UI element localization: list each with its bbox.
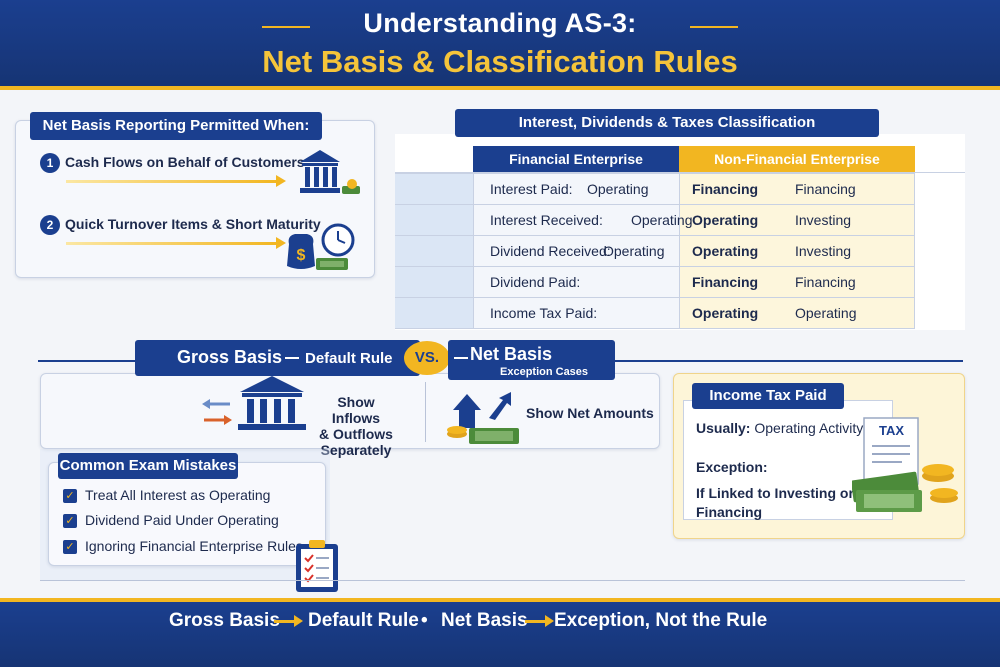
non-financial-primary: Operating <box>692 305 759 321</box>
exception-text: If Linked to Investing or Financing <box>696 485 854 520</box>
column-header-non-financial: Non-Financial Enterprise <box>679 146 915 172</box>
item-number-badge: 1 <box>40 153 60 173</box>
arrow-icon <box>66 237 286 249</box>
clipboard-checklist-icon <box>294 538 342 594</box>
footer-net-basis: Net Basis <box>441 610 528 631</box>
net-basis-panel <box>15 120 375 278</box>
header-banner <box>0 0 1000 90</box>
non-financial-primary: Financing <box>692 274 759 290</box>
net-basis-heading: Net Basis Reporting Permitted When: <box>30 112 322 140</box>
default-rule-label: Default Rule <box>305 350 393 367</box>
check-icon: ✓ <box>63 489 77 503</box>
mistakes-panel <box>48 462 326 566</box>
money-growth-icon <box>445 388 523 448</box>
column-header-financial: Financial Enterprise <box>473 146 679 172</box>
non-financial-primary: Operating <box>692 212 759 228</box>
net-basis-item-1: Cash Flows on Behalf of Customers <box>65 154 305 170</box>
non-financial-primary: Financing <box>692 181 759 197</box>
dash <box>285 357 299 359</box>
financial-value: Operating <box>603 243 665 259</box>
title-rule-right <box>690 26 738 28</box>
svg-text:$: $ <box>297 247 306 264</box>
footer-banner <box>0 598 1000 667</box>
non-financial-alternate: Financing <box>795 274 856 290</box>
title-rule-left <box>262 26 310 28</box>
row-item-label: Dividend Received: <box>490 243 611 259</box>
arrow-icon <box>66 175 286 187</box>
table-row: Income Tax Paid: Operating Operating <box>395 297 915 329</box>
panel-divider <box>425 382 426 442</box>
mistakes-heading: Common Exam Mistakes <box>58 453 238 479</box>
row-item-label: Interest Paid: <box>490 181 573 197</box>
footer-bullet: • <box>421 610 428 631</box>
tax-document-label: TAX <box>879 423 905 438</box>
mistake-item: Dividend Paid Under Operating <box>85 512 279 528</box>
usually-line: Usually: Operating Activity <box>696 420 864 436</box>
table-row: Interest Paid: Operating Financing Finan… <box>395 173 915 204</box>
net-description: Show Net Amounts <box>526 405 654 421</box>
tax-money-icon <box>851 416 964 520</box>
bank-icon <box>236 374 308 434</box>
arrow-icon <box>525 615 554 627</box>
footer-exception: Exception, Not the Rule <box>554 610 768 631</box>
page-subtitle: Net Basis & Classification Rules <box>262 44 738 79</box>
income-tax-heading: Income Tax Paid <box>692 383 844 409</box>
footer-default-rule: Default Rule <box>308 610 419 631</box>
check-icon: ✓ <box>63 514 77 528</box>
exception-cases-label: Exception Cases <box>500 366 589 378</box>
net-basis-banner: Net Basis Exception Cases <box>448 340 615 380</box>
dash <box>454 357 468 359</box>
two-way-arrows-icon <box>200 394 234 430</box>
mistake-item: Treat All Interest as Operating <box>85 487 271 503</box>
bank-icon <box>296 148 366 198</box>
row-item-label: Dividend Paid: <box>490 274 581 290</box>
net-basis-label: Net Basis <box>470 344 553 364</box>
footer-gross-basis: Gross Basis <box>169 610 280 631</box>
arrow-icon <box>274 615 303 627</box>
non-financial-alternate: Operating <box>795 305 857 321</box>
gross-basis-banner: Gross Basis Default Rule <box>135 340 420 376</box>
non-financial-alternate: Investing <box>795 212 852 228</box>
financial-value: Operating <box>631 212 693 228</box>
classification-heading: Interest, Dividends & Taxes Classificati… <box>455 109 879 137</box>
net-basis-item-2: Quick Turnover Items & Short Maturity <box>65 216 321 232</box>
non-financial-primary: Operating <box>692 243 759 259</box>
financial-value: Operating <box>587 181 649 197</box>
non-financial-alternate: Financing <box>795 181 856 197</box>
exception-label: Exception: <box>696 459 768 475</box>
bottom-rule <box>40 580 965 581</box>
non-financial-alternate: Investing <box>795 243 852 259</box>
check-icon: ✓ <box>63 540 77 554</box>
mistake-item: Ignoring Financial Enterprise Rules <box>85 538 303 554</box>
gross-description: Show Inflows & Outflows Separately <box>319 394 393 458</box>
item-number-badge: 2 <box>40 215 60 235</box>
vs-badge: VS. <box>404 341 450 375</box>
gross-net-panel <box>40 373 660 449</box>
row-item-label: Income Tax Paid: <box>490 305 598 321</box>
page-title: Understanding AS-3: <box>363 8 637 38</box>
row-item-label: Interest Received: <box>490 212 603 228</box>
gross-basis-label: Gross Basis <box>177 347 283 367</box>
money-clock-icon: $ <box>283 222 363 274</box>
table-top-rule <box>395 172 965 173</box>
table-row: Dividend Paid: Financing Financing <box>395 266 915 297</box>
table-row: Interest Received: Operating Operating I… <box>395 204 915 235</box>
table-row: Dividend Received: Operating Operating I… <box>395 235 915 266</box>
